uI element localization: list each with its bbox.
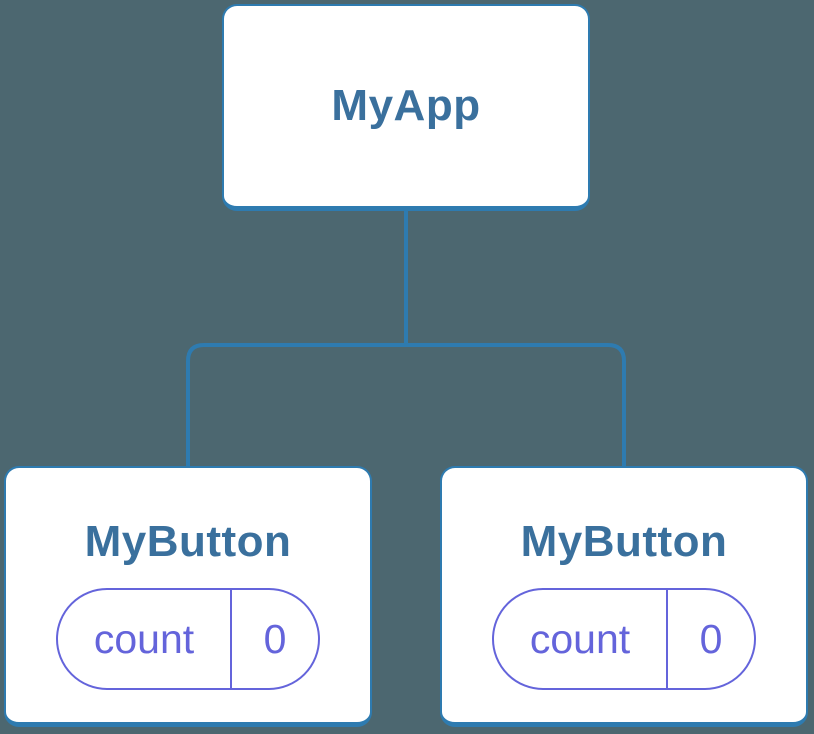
state-key-cell: count bbox=[494, 590, 666, 688]
state-pill: count 0 bbox=[56, 588, 320, 690]
state-value-cell: 0 bbox=[230, 590, 318, 688]
state-key: count bbox=[93, 615, 195, 662]
component-label: MyButton bbox=[520, 517, 728, 566]
component-node-mybutton-1: MyButton count 0 bbox=[4, 466, 372, 727]
component-node-mybutton-2: MyButton count 0 bbox=[440, 466, 808, 727]
state-key-cell: count bbox=[58, 590, 230, 688]
component-node-myapp: MyApp bbox=[222, 4, 590, 211]
state-value-cell: 0 bbox=[666, 590, 754, 688]
state-key: count bbox=[529, 615, 631, 662]
component-label: MyButton bbox=[84, 517, 292, 566]
state-pill: count 0 bbox=[492, 588, 756, 690]
state-value: 0 bbox=[699, 615, 723, 662]
component-label: MyApp bbox=[331, 81, 481, 130]
connector-children-bracket bbox=[186, 343, 626, 468]
state-value: 0 bbox=[263, 615, 287, 662]
